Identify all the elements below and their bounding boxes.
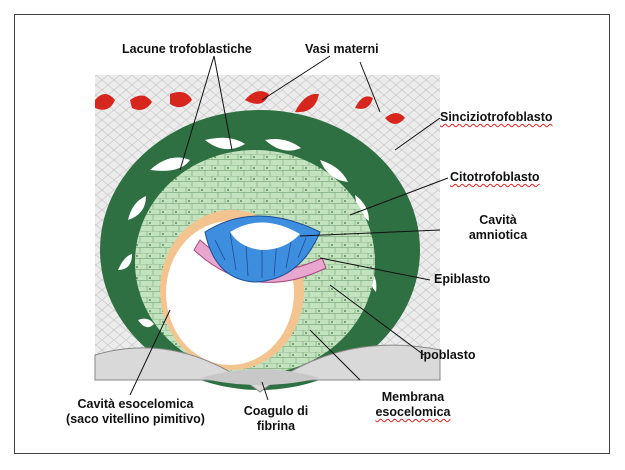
label-citotrofoblasto: Citotrofoblasto [450, 170, 540, 185]
label-coagulo-fibrina: Coagulo di fibrina [236, 404, 316, 434]
label-membrana-esocelomica: Membrana esocelomica [368, 390, 458, 420]
label-sinciziotrofoblasto: Sinciziotrofoblasto [440, 110, 553, 125]
label-ipoblasto: Ipoblasto [420, 348, 476, 363]
label-cavita-esocelomica: Cavità esocelomica (saco vitellino pimit… [48, 397, 223, 427]
label-cavita-amniotica: Cavità amniotica [458, 213, 538, 243]
label-lacune: Lacune trofoblastiche [122, 42, 252, 57]
label-epiblasto: Epiblasto [434, 272, 490, 287]
label-vasi-materni: Vasi materni [305, 42, 379, 57]
